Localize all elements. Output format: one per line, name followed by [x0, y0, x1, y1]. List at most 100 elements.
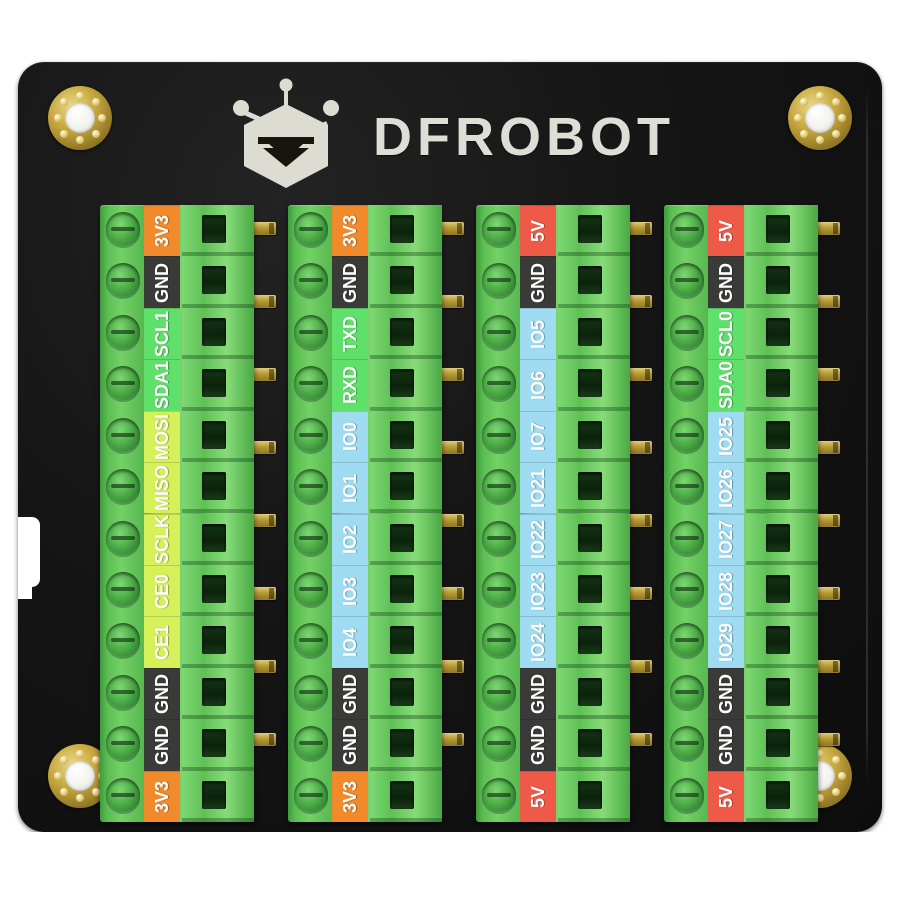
terminal-screw[interactable]	[670, 469, 704, 506]
wire-entry-slot[interactable]	[182, 770, 254, 822]
terminal-screw[interactable]	[106, 314, 140, 351]
wire-entry-slot[interactable]	[746, 770, 818, 822]
terminal-screw[interactable]	[106, 623, 140, 660]
terminal-screw[interactable]	[294, 520, 328, 557]
wire-entry-slot[interactable]	[746, 616, 818, 668]
wire-entry-slot[interactable]	[746, 359, 818, 411]
terminal-screw[interactable]	[106, 469, 140, 506]
wire-entry-slot[interactable]	[746, 205, 818, 257]
terminal-screw[interactable]	[106, 212, 140, 248]
wire-entry-slot[interactable]	[370, 667, 442, 720]
wire-entry-slot[interactable]	[370, 462, 442, 514]
wire-entry-slot[interactable]	[746, 256, 818, 308]
terminal-screw[interactable]	[482, 263, 516, 300]
wire-entry-slot[interactable]	[746, 462, 818, 514]
terminal-screw[interactable]	[294, 623, 328, 660]
terminal-screw[interactable]	[670, 623, 704, 660]
terminal-screw[interactable]	[294, 366, 328, 403]
wire-entry-slot[interactable]	[370, 564, 442, 617]
terminal-screw[interactable]	[482, 314, 516, 351]
wire-entry-slot[interactable]	[558, 410, 630, 463]
wire-entry-slot[interactable]	[182, 462, 254, 514]
wire-entry-slot[interactable]	[558, 719, 630, 771]
wire-entry-slot[interactable]	[370, 410, 442, 463]
terminal-screw[interactable]	[294, 571, 328, 608]
terminal-screw[interactable]	[670, 417, 704, 454]
wire-entry-slot[interactable]	[558, 256, 630, 308]
terminal-screw[interactable]	[294, 674, 328, 711]
wire-entry-slot[interactable]	[370, 205, 442, 257]
wire-entry-slot[interactable]	[746, 564, 818, 617]
terminal-screw[interactable]	[482, 417, 516, 454]
terminal-screw[interactable]	[482, 212, 516, 248]
wire-entry-slot[interactable]	[558, 205, 630, 257]
wire-entry-slot[interactable]	[182, 359, 254, 411]
wire-entry-slot[interactable]	[370, 770, 442, 822]
terminal-screw[interactable]	[106, 263, 140, 300]
terminal-screw[interactable]	[482, 726, 516, 763]
wire-entry-slot[interactable]	[558, 564, 630, 617]
wire-entry-slot[interactable]	[182, 616, 254, 668]
wire-entry-slot[interactable]	[746, 410, 818, 463]
terminal-screw[interactable]	[670, 314, 704, 351]
wire-entry-slot[interactable]	[370, 359, 442, 411]
wire-entry-slot[interactable]	[182, 205, 254, 257]
terminal-screw[interactable]	[670, 520, 704, 557]
wire-entry-slot[interactable]	[182, 719, 254, 771]
terminal-screw[interactable]	[106, 777, 140, 814]
wire-entry-slot[interactable]	[370, 513, 442, 565]
wire-entry-slot[interactable]	[558, 307, 630, 360]
terminal-screw[interactable]	[294, 417, 328, 454]
terminal-screw[interactable]	[482, 571, 516, 608]
wire-entry-slot[interactable]	[182, 513, 254, 565]
terminal-screw[interactable]	[294, 212, 328, 248]
wire-entry-slot[interactable]	[558, 616, 630, 668]
terminal-screw[interactable]	[106, 520, 140, 557]
wire-entry-slot[interactable]	[558, 462, 630, 514]
wire-entry-slot[interactable]	[370, 256, 442, 308]
wire-entry-slot[interactable]	[370, 307, 442, 360]
wire-entry-slot[interactable]	[558, 359, 630, 411]
terminal-screw[interactable]	[294, 314, 328, 351]
wire-entry-slot[interactable]	[746, 513, 818, 565]
terminal-screw[interactable]	[482, 520, 516, 557]
terminal-screw[interactable]	[670, 726, 704, 763]
terminal-screw[interactable]	[482, 623, 516, 660]
wire-entry-slot[interactable]	[558, 667, 630, 720]
terminal-screw[interactable]	[670, 263, 704, 300]
terminal-screw[interactable]	[106, 674, 140, 711]
wire-entry-slot[interactable]	[370, 616, 442, 668]
terminal-screw[interactable]	[670, 571, 704, 608]
wire-entry-slot[interactable]	[182, 307, 254, 360]
terminal-screw[interactable]	[670, 674, 704, 711]
terminal-screw[interactable]	[106, 571, 140, 608]
wire-entry-slot[interactable]	[182, 564, 254, 617]
terminal-screw[interactable]	[294, 726, 328, 763]
terminal-screw[interactable]	[670, 366, 704, 403]
wire-entry-slot[interactable]	[182, 410, 254, 463]
wire-entry-slot[interactable]	[746, 307, 818, 360]
terminal-screw[interactable]	[482, 366, 516, 403]
wire-entry-slot[interactable]	[558, 770, 630, 822]
wire-entry-slot[interactable]	[558, 513, 630, 565]
terminal-screw[interactable]	[482, 469, 516, 506]
terminal-screw[interactable]	[106, 366, 140, 403]
terminal-screw[interactable]	[294, 263, 328, 300]
wire-entry-slot[interactable]	[370, 719, 442, 771]
terminal-screw[interactable]	[106, 726, 140, 763]
wire-entry-slot[interactable]	[746, 667, 818, 720]
terminal-screw[interactable]	[670, 777, 704, 814]
terminal-screw[interactable]	[482, 674, 516, 711]
wire-entry-slot[interactable]	[182, 256, 254, 308]
terminal-screw[interactable]	[294, 469, 328, 506]
terminal-screw[interactable]	[106, 417, 140, 454]
wire-entry-slot[interactable]	[182, 667, 254, 720]
terminal-screw[interactable]	[670, 212, 704, 248]
terminal-screw[interactable]	[294, 777, 328, 814]
wire-entry-slot[interactable]	[746, 719, 818, 771]
terminal-screw[interactable]	[482, 777, 516, 814]
